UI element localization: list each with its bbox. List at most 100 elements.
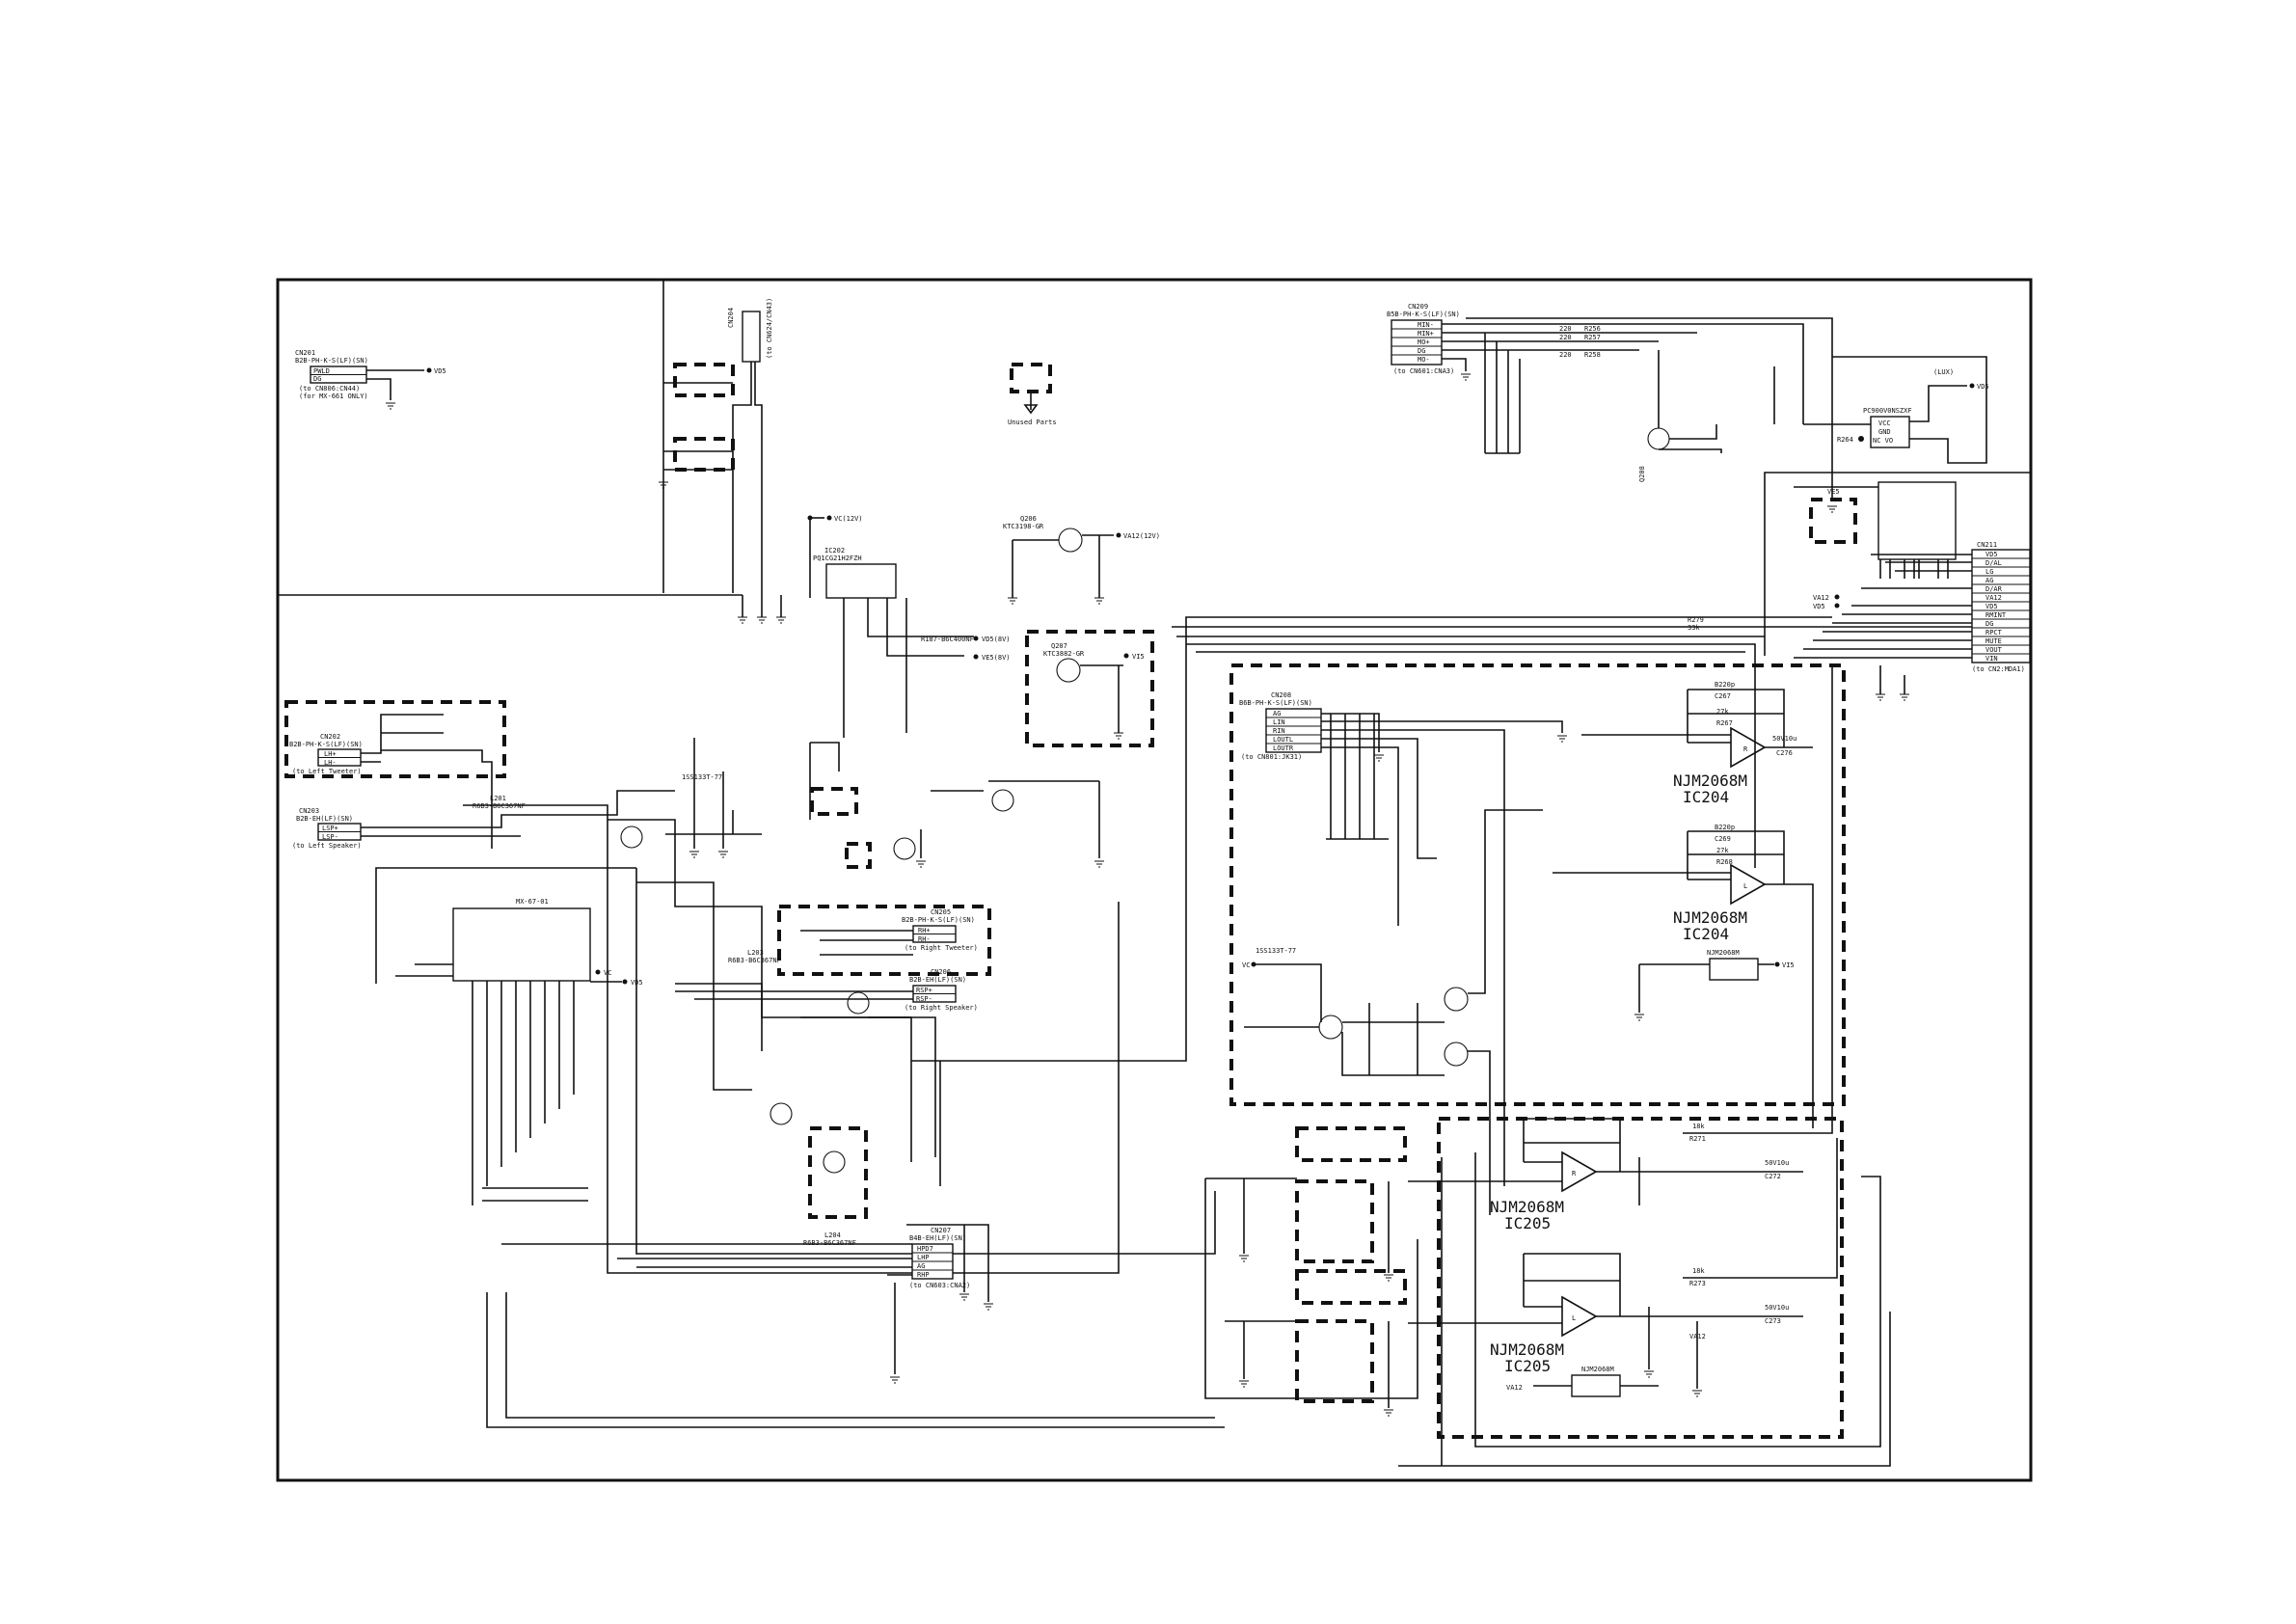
cn208-pin3: RIN — [1273, 727, 1285, 735]
cn209-pin3: MO+ — [1418, 338, 1430, 346]
ic206-part: NJM2068M — [1707, 949, 1740, 957]
cn211-pin3: LG — [1985, 568, 1993, 576]
cn208-ref: CN208 — [1271, 691, 1291, 699]
cn201-note: (to CN806:CN44) — [299, 385, 360, 392]
d209-label: 1SS133T-77 — [1256, 947, 1296, 955]
q208: Q208 — [1638, 350, 1722, 482]
ic204-part: NJM2068M — [1673, 771, 1747, 790]
r268-val: 27k — [1716, 847, 1729, 854]
ground-symbol — [1094, 597, 1104, 605]
r257-val: 220 — [1559, 334, 1572, 341]
r257-ref: R257 — [1584, 334, 1601, 341]
cn204-area: CN204 (to CN624/CN43) — [663, 298, 782, 617]
ground-symbol — [718, 851, 728, 858]
ic205-ref: IC205 — [1504, 1214, 1551, 1232]
cn211-pin8: RMINT — [1985, 611, 2007, 619]
cn207-note: (to CN603:CNA2) — [909, 1282, 970, 1289]
cn202-pin1: LH+ — [324, 750, 337, 758]
cn201-ref: CN201 — [295, 349, 315, 357]
ground-symbol — [1634, 1014, 1644, 1021]
cn211-pin7: VD5 — [1985, 603, 1998, 610]
cn208-note: (to CN801:JK31) — [1241, 753, 1302, 761]
ic201-part: MX-67-01 — [516, 898, 549, 906]
q208-ref: Q208 — [1638, 466, 1646, 482]
c276-val: 50V10u — [1772, 735, 1796, 743]
cn203-pin2: LSP- — [322, 833, 338, 841]
ground-symbol — [1384, 1409, 1393, 1417]
r264-ref: R264 — [1837, 436, 1853, 444]
l201-part: R6B3-B6C367NF — [473, 802, 526, 810]
c272-ref: C272 — [1765, 1173, 1781, 1180]
r279-val: 33k — [1688, 624, 1700, 632]
ic202-regulator: IC202 PQ1CG21H2FZH VC(12V) R187-B6C400NF… — [807, 515, 1011, 738]
ground-symbols — [386, 373, 1909, 1417]
c269-ref: C269 — [1715, 835, 1731, 843]
ground-symbol — [916, 860, 926, 868]
vc12-label: VC(12V) — [834, 515, 863, 523]
ground-symbol — [1008, 597, 1017, 605]
cn211-pin4: AG — [1985, 577, 1993, 584]
q206-part: KTC3198-GR — [1003, 523, 1044, 530]
cn207-pin1: HPD7 — [917, 1245, 933, 1253]
l205-label: R187-B6C400NF — [921, 636, 974, 643]
c267-ref: C267 — [1715, 692, 1731, 700]
left-tweeter-block: CN202 B2B-PH-K-S(LF)(SN) LH+ LH- (to Lef… — [284, 700, 675, 850]
q206-q207-regulators: Q206 KTC3198-GR VA12(12V) Q207 KTC3882-G… — [1003, 515, 1160, 747]
r267-val: 27k — [1716, 708, 1729, 716]
amplifier-section: CN208 B6B-PH-K-S(LF)(SN) AG LIN RIN LOUT… — [1229, 663, 1846, 1439]
ic204-ref: IC204 — [1683, 788, 1729, 806]
right-tweeter-block: CN205 B2B-PH-K-S(LF)(SN) RH+ RH- (to Rig… — [675, 905, 991, 1012]
cn211-pin12: VOUT — [1985, 646, 2003, 654]
r279-ref: R279 — [1688, 616, 1704, 624]
ic205-amp-r: R — [1572, 1170, 1577, 1177]
cn211-pin9: DG — [1985, 620, 1993, 628]
drawing-frame — [276, 278, 2033, 1482]
r258-ref: R258 — [1584, 351, 1601, 359]
cn209-pin4: DG — [1418, 347, 1425, 355]
r258-val: 220 — [1559, 351, 1572, 359]
ic205-amp-l: L — [1572, 1314, 1576, 1322]
cn207-part: B4B-EH(LF)(SN) — [909, 1234, 966, 1242]
power-rails — [278, 280, 2031, 596]
cn211-pin6: VA12 — [1985, 594, 2002, 602]
cn204-note: (to CN624/CN43) — [766, 298, 773, 359]
r271-val: 18k — [1692, 1123, 1705, 1130]
q202-area: 1SS133T-77 — [463, 616, 1832, 1302]
l203-ref: L203 — [747, 949, 764, 957]
ic204-amp-r: R — [1743, 745, 1748, 753]
ic205-va12: VA12 — [1506, 1384, 1523, 1392]
cn206-pin1: RSP+ — [916, 987, 932, 994]
cn209-part: B5B-PH-K-S(LF)(SN) — [1387, 311, 1460, 318]
cn202-pin2: LH- — [324, 759, 337, 767]
ground-symbol — [1384, 1274, 1393, 1282]
cn211-pin13: VIN — [1985, 655, 1998, 663]
cn205-pin1: RH+ — [918, 927, 931, 934]
ic202-ref: IC202 — [824, 547, 845, 555]
ground-symbol — [1644, 1370, 1654, 1378]
ic213-pin1: VCC — [1878, 420, 1891, 427]
ground-symbol — [659, 481, 668, 489]
cn206-note: (to Right Speaker) — [905, 1004, 978, 1012]
ic202-part: PQ1CG21H2FZH — [813, 555, 862, 562]
ic213-vd5: VD5 — [1977, 383, 1989, 391]
cn205-ref: CN205 — [931, 908, 951, 916]
ground-symbol — [776, 616, 786, 624]
cn209-ref: CN209 — [1408, 303, 1428, 311]
r267-ref: R267 — [1716, 719, 1733, 727]
cn201-part: B2B-PH-K-S(LF)(SN) — [295, 357, 368, 365]
cn211-pin10: RPCT — [1985, 629, 2003, 636]
cn208-pin2: LIN — [1273, 718, 1285, 726]
ground-symbol — [1557, 735, 1567, 743]
c273-val: 50V10u — [1765, 1304, 1789, 1312]
ic213: PC900V0NSZXF VCC GND NC VO R264 VD5 (LUX… — [1773, 356, 1989, 501]
cn208-pin5: LOUTR — [1273, 744, 1294, 752]
cn211-pin5: D/AR — [1985, 585, 2003, 593]
cn208-pin1: AG — [1273, 710, 1281, 717]
ground-symbol — [738, 616, 747, 624]
cn205-pin2: RH- — [918, 935, 931, 943]
cn203-part: B2B-EH(LF)(SN) — [296, 815, 353, 823]
ground-symbol — [1374, 754, 1384, 762]
cn205-note: (to Right Tweeter) — [905, 944, 978, 952]
cn207-pin2: LHP — [917, 1254, 930, 1261]
